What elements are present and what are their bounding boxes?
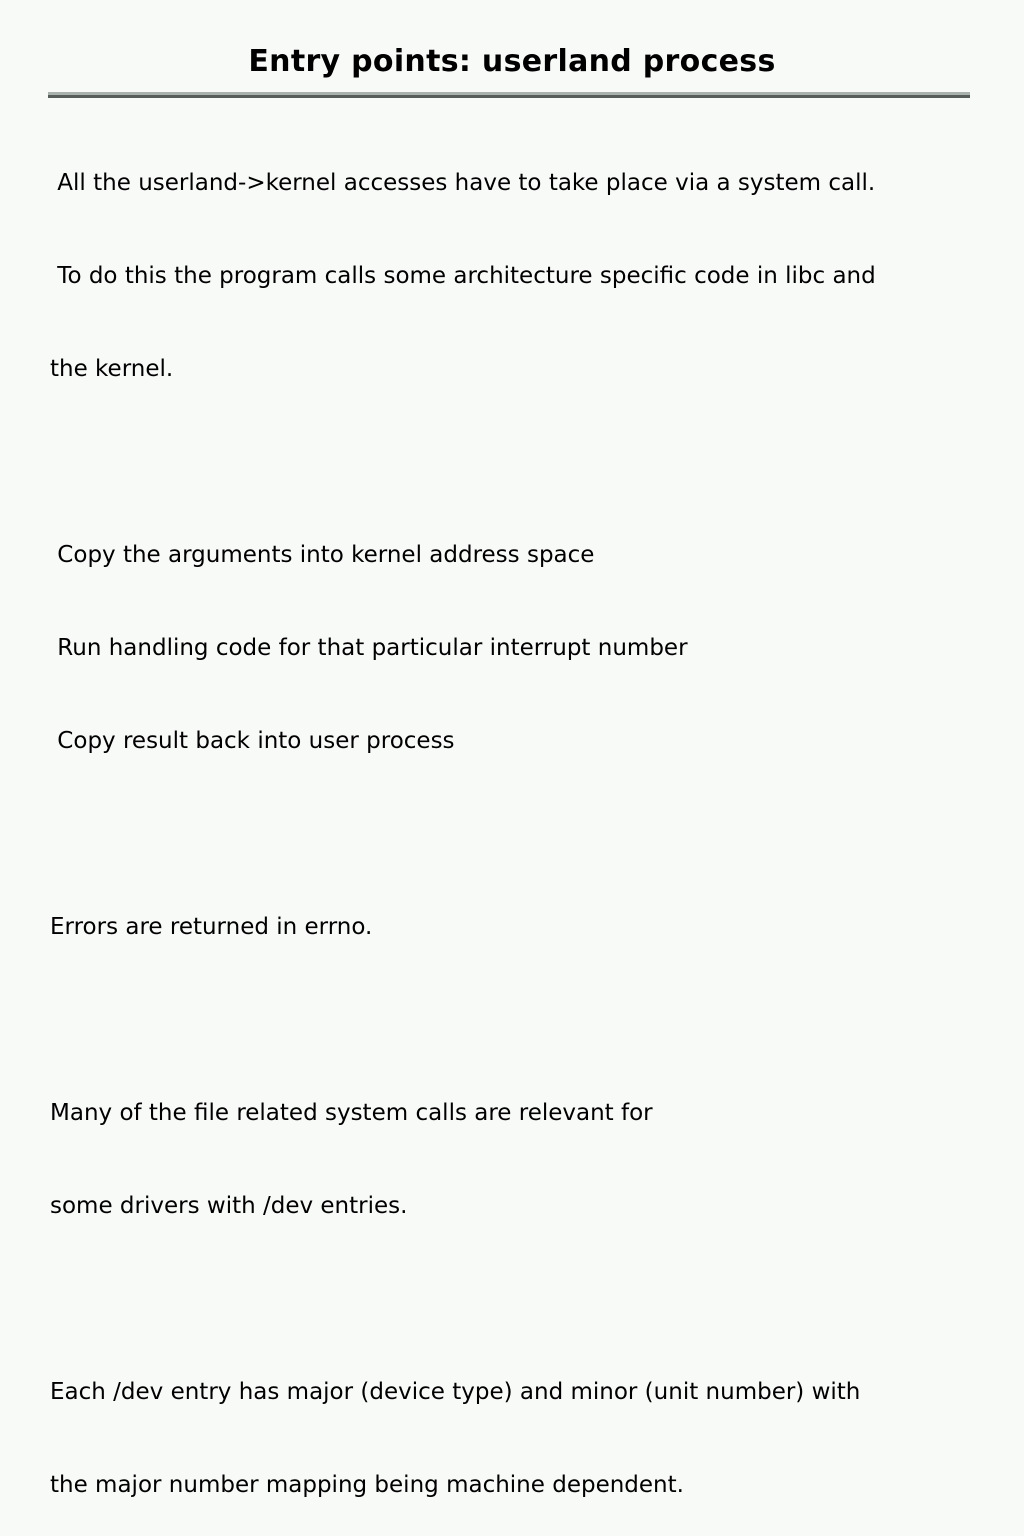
slide: Entry points: userland process All the u… bbox=[48, 44, 970, 1498]
text-line: the kernel. bbox=[50, 356, 174, 382]
title-divider-highlight bbox=[48, 92, 970, 95]
text-line: some drivers with /dev entries. bbox=[50, 1193, 408, 1219]
text-line: All the userland->kernel accesses have t… bbox=[50, 170, 876, 196]
title-divider bbox=[48, 92, 970, 98]
paragraph-errors: Errors are returned in errno. bbox=[0, 850, 1024, 1005]
text-line: Copy the arguments into kernel address s… bbox=[50, 542, 595, 568]
text-line: Run handling code for that particular in… bbox=[50, 635, 688, 661]
paragraph-file-related-calls: Many of the file related system calls ar… bbox=[0, 1036, 1024, 1284]
text-line: Errors are returned in errno. bbox=[50, 914, 373, 940]
text-line: To do this the program calls some archit… bbox=[50, 263, 876, 289]
paragraph-system-call-intro: All the userland->kernel accesses have t… bbox=[0, 106, 1024, 447]
text-line: Each /dev entry has major (device type) … bbox=[50, 1379, 861, 1405]
text-line: the major number mapping being machine d… bbox=[50, 1472, 684, 1498]
text-line: Copy result back into user process bbox=[50, 728, 455, 754]
slide-body: All the userland->kernel accesses have t… bbox=[0, 106, 1024, 1536]
paragraph-syscall-steps: Copy the arguments into kernel address s… bbox=[0, 478, 1024, 819]
text-line: Many of the file related system calls ar… bbox=[50, 1100, 653, 1126]
paragraph-dev-major-minor: Each /dev entry has major (device type) … bbox=[0, 1315, 1024, 1536]
page-title: Entry points: userland process bbox=[248, 44, 776, 79]
title-divider-shadow bbox=[48, 95, 970, 98]
